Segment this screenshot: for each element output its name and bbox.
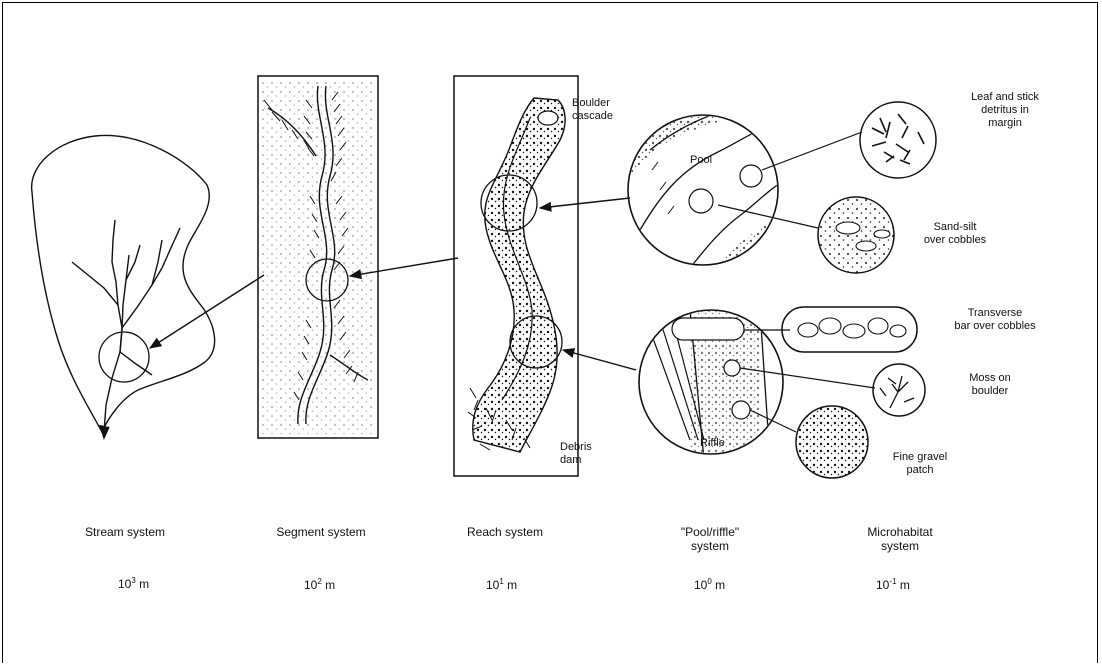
label-riffle: Riffle (700, 437, 725, 450)
label-sand-silt: Sand-silt over cobbles (900, 221, 1010, 247)
arrow-pool-to-reach (540, 198, 630, 208)
stream-focus-circle (99, 332, 149, 382)
reach-system-panel (454, 76, 578, 476)
caption-reach-system: Reach system (440, 525, 570, 539)
caption-microhabitat-system: Microhabitat system (840, 525, 960, 553)
label-boulder-cascade: Boulder cascade (572, 97, 613, 123)
arrow-riffle-to-reach (563, 350, 636, 370)
microhabitat-moss-circle (873, 364, 925, 416)
label-debris-dam: Debris dam (560, 441, 592, 467)
scale-segment: 102 m (304, 578, 335, 592)
microhabitat-leaf-circle (860, 102, 936, 178)
label-leaf-stick: Leaf and stick detritus in margin (940, 91, 1070, 130)
scale-pool-riffle: 100 m (694, 578, 725, 592)
microhabitat-bar-capsule (782, 307, 917, 352)
scale-stream: 103 m (118, 577, 149, 591)
label-fine-gravel: Fine gravel patch (860, 451, 980, 477)
pool-system-circle (620, 80, 790, 280)
microhabitat-gravel-circle (796, 406, 868, 478)
caption-segment-system: Segment system (256, 525, 386, 539)
label-transverse-bar: Transverse bar over cobbles (930, 307, 1060, 333)
caption-pool-riffle-system: "Pool/riffle" system (650, 525, 770, 553)
scale-microhabitat: 10-1 m (876, 578, 910, 592)
river-network (104, 282, 122, 432)
scale-reach: 101 m (486, 578, 517, 592)
boulder-icon (538, 111, 558, 125)
label-moss: Moss on boulder (950, 372, 1030, 398)
stream-system-watershed (32, 135, 215, 438)
label-pool: Pool (690, 154, 712, 167)
arrow-segment-to-stream (150, 275, 264, 348)
caption-stream-system: Stream system (70, 525, 180, 539)
microhabitat-sand-circle (818, 197, 894, 273)
segment-system-panel (258, 76, 378, 438)
